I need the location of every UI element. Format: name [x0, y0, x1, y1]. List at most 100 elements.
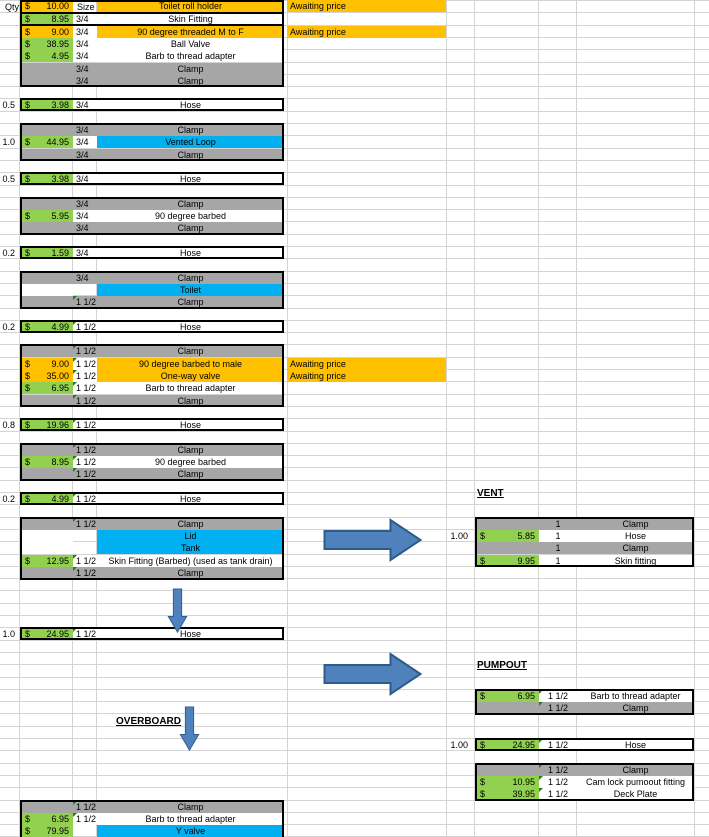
price-cell[interactable]: $44.95 — [20, 136, 73, 148]
price-cell[interactable] — [475, 764, 539, 776]
price-cell[interactable]: $10.95 — [475, 776, 539, 788]
size-cell[interactable]: 3/4 — [73, 272, 97, 284]
size-cell[interactable]: 1 1/2 — [539, 764, 577, 776]
description-cell[interactable]: 90 degree threaded M to F — [97, 26, 284, 38]
description-cell[interactable]: Clamp — [97, 444, 284, 456]
price-cell[interactable] — [20, 530, 73, 542]
price-cell[interactable] — [20, 63, 73, 75]
status-cell[interactable]: Awaiting price — [287, 370, 446, 382]
description-cell[interactable]: Clamp — [97, 198, 284, 210]
description-cell[interactable]: Hose — [97, 99, 284, 111]
description-cell[interactable]: Clamp — [97, 395, 284, 407]
price-cell[interactable]: $24.95 — [475, 739, 539, 751]
price-cell[interactable]: $3.98 — [20, 99, 73, 111]
price-cell[interactable]: $5.95 — [20, 210, 73, 222]
size-cell[interactable]: 1 1/2 — [73, 518, 97, 530]
size-cell[interactable]: 1 1/2 — [73, 456, 97, 468]
price-cell[interactable] — [20, 284, 73, 296]
size-cell[interactable]: 3/4 — [73, 198, 97, 210]
price-cell[interactable]: $38.95 — [20, 38, 73, 50]
description-cell[interactable]: Ball Valve — [97, 38, 284, 50]
size-cell[interactable]: 1 1/2 — [73, 555, 97, 567]
description-cell[interactable]: Vented Loop — [97, 136, 284, 148]
description-cell[interactable]: Barb to thread adapter — [97, 813, 284, 825]
size-cell[interactable]: 1 1/2 — [73, 370, 97, 382]
size-cell[interactable]: 1 1/2 — [73, 628, 97, 640]
description-cell[interactable]: Hose — [97, 173, 284, 185]
size-cell[interactable]: 3/4 — [73, 26, 97, 38]
price-cell[interactable] — [20, 75, 73, 87]
price-cell[interactable]: $79.95 — [20, 825, 73, 837]
status-cell[interactable]: Awaiting price — [287, 358, 446, 370]
size-cell[interactable]: 1 1/2 — [73, 567, 97, 579]
size-cell[interactable]: 3/4 — [73, 136, 97, 148]
description-cell[interactable]: One-way valve — [97, 370, 284, 382]
price-cell[interactable]: $4.99 — [20, 321, 73, 333]
description-cell[interactable]: Hose — [97, 493, 284, 505]
description-cell[interactable]: Hose — [97, 628, 284, 640]
description-cell[interactable]: Hose — [577, 530, 694, 542]
size-cell[interactable]: 1 1/2 — [73, 801, 97, 813]
price-cell[interactable]: $5.85 — [475, 530, 539, 542]
description-cell[interactable]: Clamp — [97, 75, 284, 87]
size-cell[interactable]: 3/4 — [73, 50, 97, 62]
description-cell[interactable]: Clamp — [97, 468, 284, 480]
description-cell[interactable]: Cam lock pumoout fitting — [577, 776, 694, 788]
description-cell[interactable]: Clamp — [577, 542, 694, 554]
size-cell[interactable]: 1 — [539, 542, 577, 554]
price-cell[interactable] — [20, 801, 73, 813]
price-cell[interactable]: $9.00 — [20, 26, 73, 38]
price-cell[interactable] — [475, 518, 539, 530]
qty-cell[interactable]: 0.2 — [2, 494, 15, 504]
price-cell[interactable]: $39.95 — [475, 788, 539, 800]
price-cell[interactable]: $35.00 — [20, 370, 73, 382]
description-cell[interactable]: Toilet roll holder — [97, 0, 284, 12]
price-cell[interactable]: $9.95 — [475, 555, 539, 567]
price-cell[interactable] — [20, 395, 73, 407]
price-cell[interactable]: $24.95 — [20, 628, 73, 640]
description-cell[interactable]: Hose — [97, 247, 284, 259]
size-cell[interactable]: 3/4 — [73, 222, 97, 234]
price-cell[interactable] — [20, 198, 73, 210]
size-cell[interactable]: 1 1/2 — [73, 382, 97, 394]
size-cell[interactable]: 1 1/2 — [539, 702, 577, 714]
size-cell[interactable]: 3/4 — [73, 210, 97, 222]
size-cell[interactable]: 1 1/2 — [539, 690, 577, 702]
price-cell[interactable]: $3.98 — [20, 173, 73, 185]
description-cell[interactable]: 90 degree barbed to male — [97, 358, 284, 370]
qty-cell[interactable]: 0.2 — [2, 322, 15, 332]
qty-cell[interactable]: 0.2 — [2, 248, 15, 258]
description-cell[interactable]: Hose — [97, 419, 284, 431]
size-cell[interactable]: 1 1/2 — [73, 345, 97, 357]
price-cell[interactable]: $6.95 — [20, 813, 73, 825]
description-cell[interactable]: Clamp — [97, 149, 284, 161]
description-cell[interactable]: Barb to thread adapter — [577, 690, 694, 702]
size-cell[interactable]: 1 1/2 — [73, 321, 97, 333]
description-cell[interactable]: 90 degree barbed — [97, 456, 284, 468]
price-cell[interactable] — [20, 345, 73, 357]
price-cell[interactable] — [20, 468, 73, 480]
price-cell[interactable]: $12.95 — [20, 555, 73, 567]
description-cell[interactable]: Skin Fitting — [97, 13, 284, 25]
size-cell[interactable]: 1 1/2 — [73, 493, 97, 505]
header-size[interactable]: Size — [77, 2, 95, 12]
size-cell[interactable]: 1 1/2 — [73, 296, 97, 308]
price-cell[interactable] — [20, 222, 73, 234]
size-cell[interactable]: 3/4 — [73, 38, 97, 50]
qty-cell[interactable]: 0.5 — [2, 174, 15, 184]
price-cell[interactable] — [475, 542, 539, 554]
size-cell[interactable]: 1 1/2 — [73, 419, 97, 431]
size-cell[interactable]: 1 1/2 — [73, 395, 97, 407]
size-cell[interactable]: 3/4 — [73, 149, 97, 161]
size-cell[interactable]: 3/4 — [73, 63, 97, 75]
price-cell[interactable] — [20, 444, 73, 456]
price-cell[interactable]: $10.00 — [20, 0, 73, 12]
description-cell[interactable]: Lid — [97, 530, 284, 542]
price-cell[interactable]: $4.99 — [20, 493, 73, 505]
description-cell[interactable]: Clamp — [97, 124, 284, 136]
size-cell[interactable]: 1 1/2 — [73, 444, 97, 456]
size-cell[interactable]: 1 — [539, 555, 577, 567]
size-cell[interactable]: 1 1/2 — [73, 813, 97, 825]
description-cell[interactable]: Clamp — [577, 518, 694, 530]
